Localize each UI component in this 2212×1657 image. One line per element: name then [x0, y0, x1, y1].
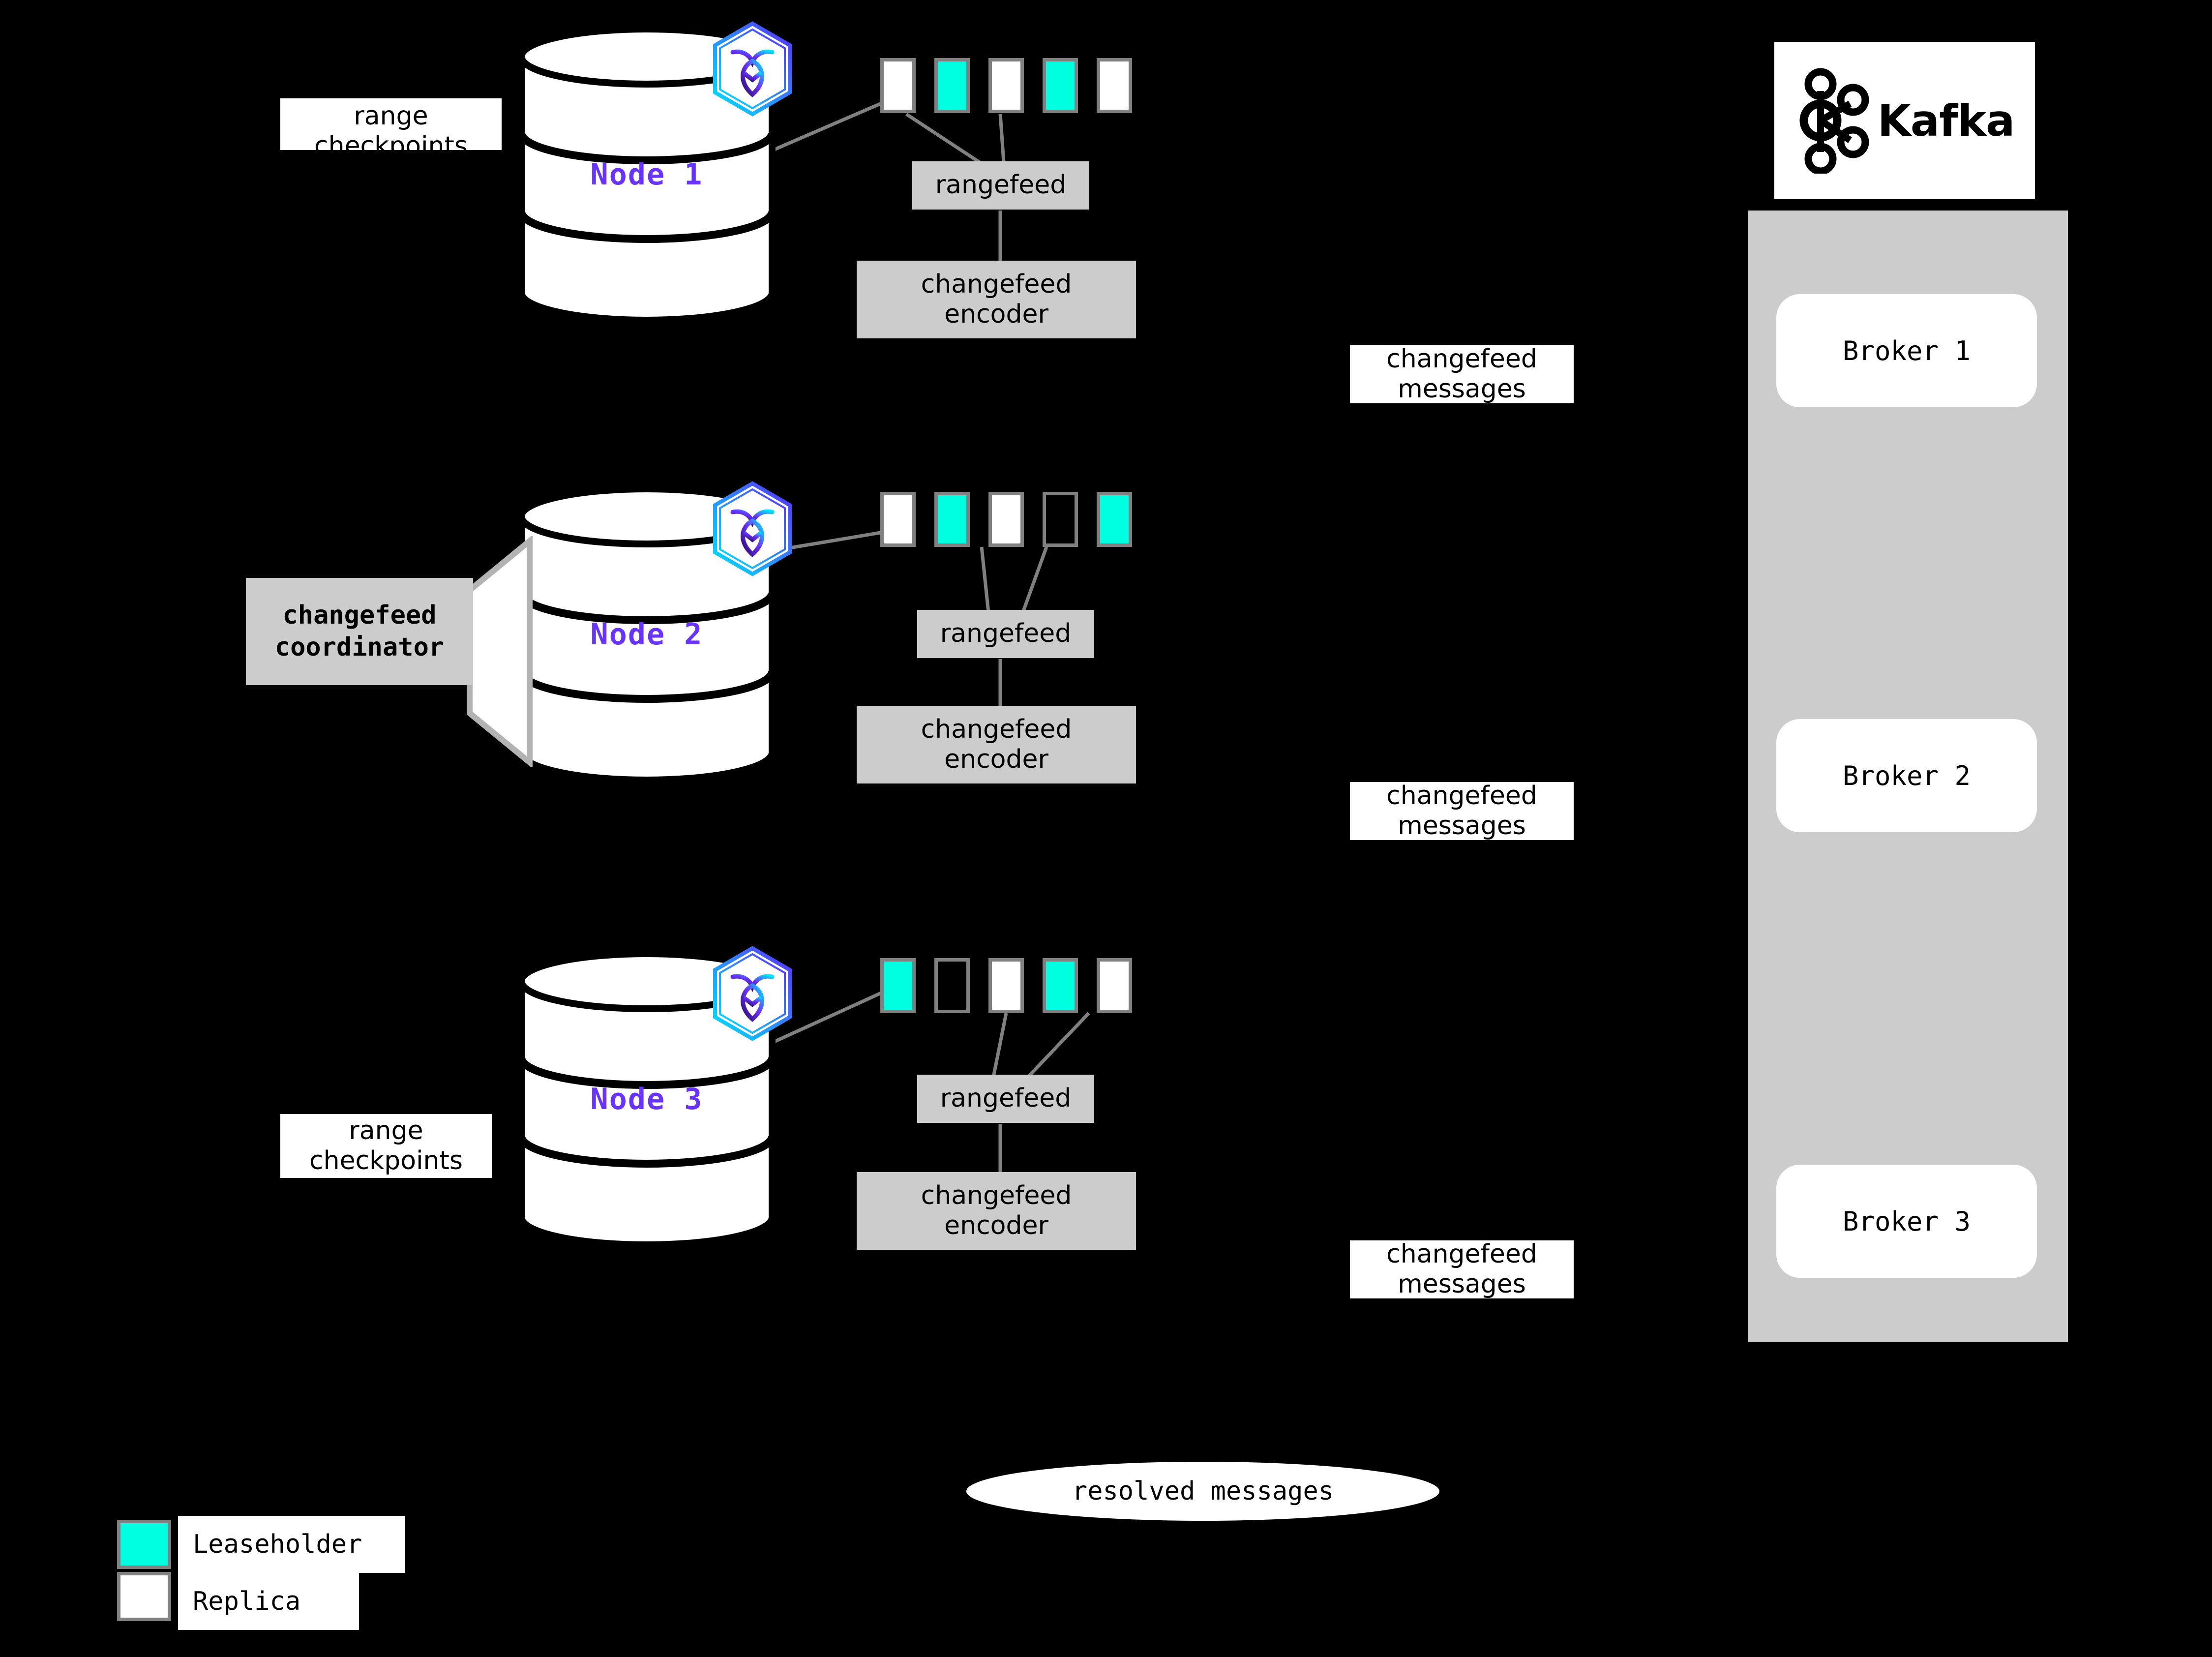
range-box[interactable] [880, 958, 916, 1013]
node-3-range-checkpoints-label: range checkpoints [280, 1114, 492, 1178]
legend-label-leaseholder: Leaseholder [178, 1516, 405, 1573]
node-2-rangefeed-label: rangefeed [940, 619, 1072, 649]
node-1-range-checkpoints-text: range checkpoints [314, 101, 468, 150]
node-1-cylinder: Node 1 [516, 27, 777, 322]
broker-1[interactable]: Broker 1 [1776, 294, 2037, 407]
broker-2[interactable]: Broker 2 [1776, 719, 2037, 832]
range-box[interactable] [1043, 492, 1078, 547]
broker-1-label: Broker 1 [1842, 335, 1971, 366]
range-box[interactable] [988, 492, 1024, 547]
node-3-encoder-box[interactable]: changefeed encoder [857, 1172, 1136, 1250]
legend-label-leaseholder-text: Leaseholder [193, 1530, 362, 1559]
node-3-range-row [880, 958, 1136, 1015]
range-box[interactable] [1043, 958, 1078, 1013]
node-2-encoder-box[interactable]: changefeed encoder [857, 706, 1136, 783]
legend-swatch-leaseholder [117, 1520, 171, 1569]
node-3-cylinder: Node 3 [516, 952, 777, 1247]
legend-label-replica-text: Replica [193, 1587, 301, 1616]
node-2-changefeed-messages-text: changefeed messages [1386, 782, 1537, 840]
range-box[interactable] [1097, 492, 1132, 547]
cockroachdb-hexagon-icon [708, 480, 797, 578]
node-1-label: Node 1 [590, 157, 703, 192]
node-3-rangefeed-label: rangefeed [940, 1084, 1072, 1114]
cockroachdb-hexagon-icon [708, 944, 797, 1043]
node-3-changefeed-messages-text: changefeed messages [1386, 1240, 1537, 1298]
range-box[interactable] [934, 492, 970, 547]
range-box[interactable] [880, 58, 916, 113]
cockroachdb-hexagon-icon [708, 20, 797, 118]
node-2-range-row [880, 492, 1136, 549]
range-box[interactable] [988, 58, 1024, 113]
kafka-logo-box: Kafka [1774, 42, 2035, 199]
node-2-changefeed-messages-label: changefeed messages [1350, 782, 1574, 840]
resolved-messages-label: resolved messages [1072, 1476, 1334, 1506]
range-box[interactable] [934, 958, 970, 1013]
range-box[interactable] [934, 58, 970, 113]
kafka-wordmark: Kafka [1877, 95, 2015, 146]
changefeed-coordinator-pointer [465, 535, 536, 769]
node-1-encoder-box[interactable]: changefeed encoder [857, 261, 1136, 338]
node-1-range-row [880, 58, 1136, 115]
legend-swatch-replica [117, 1572, 171, 1621]
changefeed-coordinator-label: changefeed coordinator [274, 601, 445, 662]
kafka-node-graph-icon [1795, 65, 1869, 176]
node-3-rangefeed-box[interactable]: rangefeed [917, 1075, 1094, 1123]
range-box[interactable] [1097, 58, 1132, 113]
range-box[interactable] [1043, 58, 1078, 113]
node-2-encoder-label: changefeed encoder [921, 714, 1072, 774]
node-1-range-checkpoints-label: range checkpoints [280, 98, 502, 150]
changefeed-coordinator-box[interactable]: changefeed coordinator [246, 578, 473, 685]
node-1-changefeed-messages-label: changefeed messages [1350, 345, 1574, 403]
node-3-changefeed-messages-label: changefeed messages [1350, 1240, 1574, 1298]
node-3-range-checkpoints-text: range checkpoints [309, 1115, 463, 1175]
node-1-rangefeed-label: rangefeed [935, 170, 1067, 200]
node-1-encoder-label: changefeed encoder [921, 269, 1072, 329]
broker-2-label: Broker 2 [1842, 760, 1971, 791]
legend-label-replica: Replica [178, 1573, 359, 1630]
node-2-label: Node 2 [590, 617, 703, 652]
node-1-rangefeed-box[interactable]: rangefeed [912, 161, 1089, 210]
broker-3[interactable]: Broker 3 [1776, 1165, 2037, 1278]
node-2-cylinder: Node 2 [516, 487, 777, 782]
range-box[interactable] [988, 958, 1024, 1013]
range-box[interactable] [880, 492, 916, 547]
node-3-encoder-label: changefeed encoder [921, 1180, 1072, 1240]
range-box[interactable] [1097, 958, 1132, 1013]
broker-3-label: Broker 3 [1842, 1205, 1971, 1237]
resolved-messages-pill[interactable]: resolved messages [966, 1462, 1439, 1521]
node-3-label: Node 3 [590, 1082, 703, 1116]
node-1-changefeed-messages-text: changefeed messages [1386, 345, 1537, 403]
node-2-rangefeed-box[interactable]: rangefeed [917, 610, 1094, 658]
